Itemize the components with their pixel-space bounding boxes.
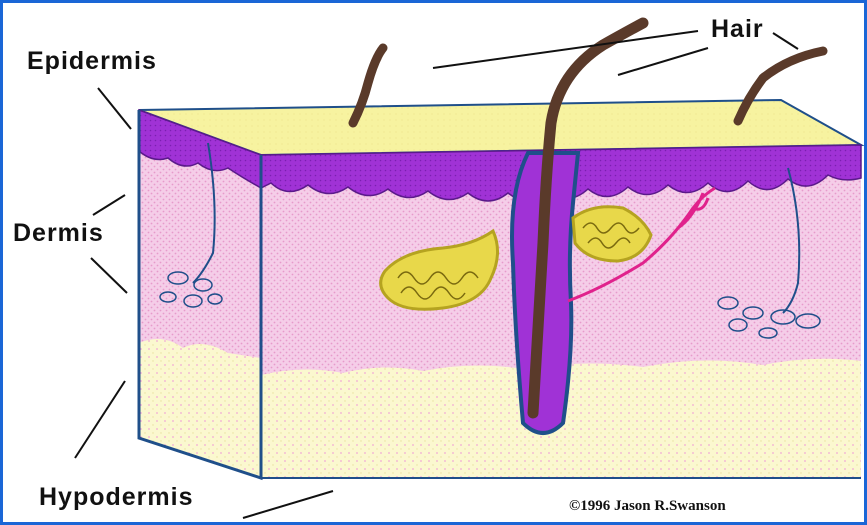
label-dermis: Dermis <box>13 219 104 248</box>
skin-cross-section <box>3 3 864 522</box>
label-hair: Hair <box>711 15 764 44</box>
label-hypodermis: Hypodermis <box>39 483 193 512</box>
copyright-credit: ©1996 Jason R.Swanson <box>569 498 726 515</box>
label-epidermis: Epidermis <box>27 47 157 76</box>
